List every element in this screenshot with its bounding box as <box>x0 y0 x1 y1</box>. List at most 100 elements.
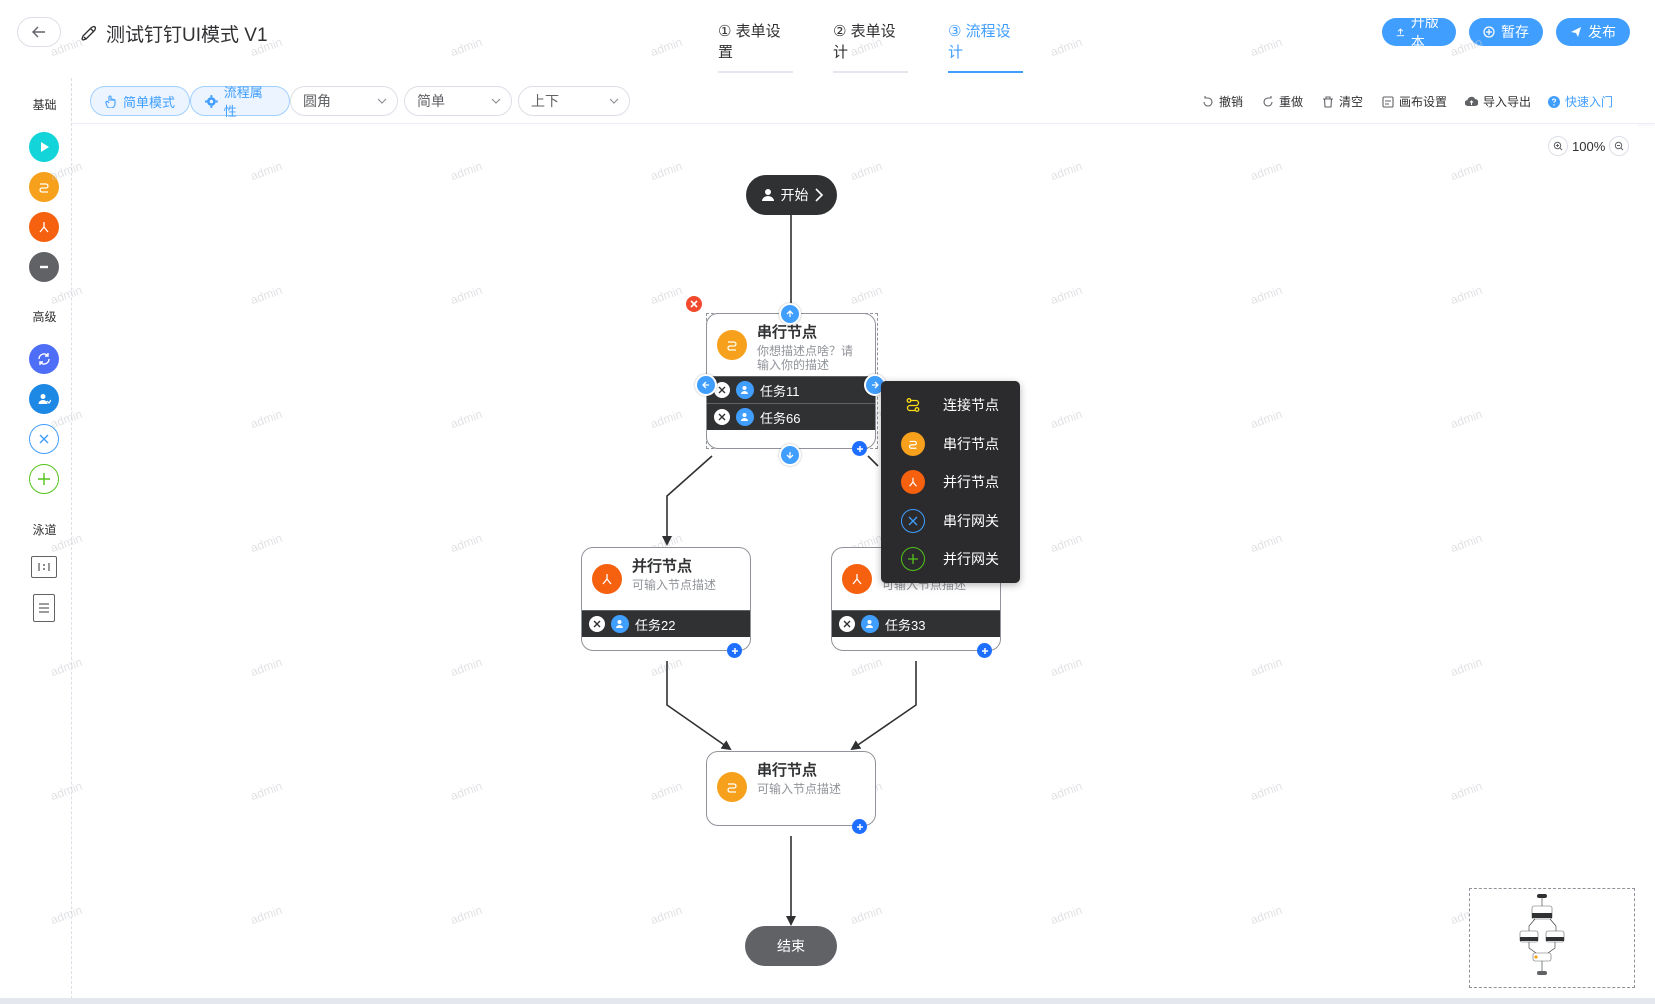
serial-node-1-desc-line2: 输入你的描述 <box>757 358 830 372</box>
serial-node-2-desc: 可输入节点描述 <box>757 782 842 796</box>
serial-node-icon <box>717 772 747 802</box>
user-task-icon <box>611 615 629 633</box>
remove-task-icon[interactable] <box>839 616 855 632</box>
chevron-down-icon <box>491 98 501 104</box>
send-icon <box>1571 27 1581 37</box>
undo-button[interactable]: 撤销 <box>1202 93 1243 110</box>
import-export-button[interactable]: 导入导出 <box>1465 93 1531 110</box>
lane-ratio-icon <box>38 563 50 571</box>
clear-button[interactable]: 清空 <box>1322 93 1363 110</box>
menu-item-serial-gateway[interactable]: 串行网关 <box>881 502 1020 541</box>
palette-parallel-gateway[interactable] <box>29 464 59 494</box>
zoom-in-button[interactable] <box>1548 136 1568 156</box>
task-label: 任务11 <box>760 383 800 399</box>
remove-task-icon[interactable] <box>589 616 605 632</box>
tab-form-settings[interactable]: ① 表单设置 <box>718 20 793 73</box>
upgrade-version-button[interactable]: 升版本 <box>1382 14 1456 50</box>
palette-group-advanced: 高级 <box>32 310 57 324</box>
task-item[interactable]: 任务33 <box>832 610 1000 637</box>
page-title: 测试钉钉UI模式 V1 <box>80 20 268 47</box>
add-node-button[interactable] <box>977 643 992 658</box>
parallel-icon <box>852 574 862 585</box>
quick-start-button[interactable]: 快速入门 <box>1548 93 1613 110</box>
add-node-button[interactable] <box>852 441 867 456</box>
selection-box <box>706 313 878 449</box>
tab-form-design[interactable]: ② 表单设计 <box>833 20 908 73</box>
serial-icon <box>901 431 925 456</box>
menu-item-label: 串行节点 <box>943 435 999 452</box>
corner-style-value: 圆角 <box>303 93 331 109</box>
serial-icon <box>727 783 737 793</box>
publish-label: 发布 <box>1588 24 1616 40</box>
menu-item-connect-node[interactable]: 连接节点 <box>881 386 1020 425</box>
arrow-down-icon <box>786 452 794 459</box>
add-node-button[interactable] <box>852 819 867 834</box>
corner-style-select[interactable]: 圆角 <box>290 86 398 116</box>
parallel-node-icon <box>842 564 872 594</box>
line-style-select[interactable]: 简单 <box>404 86 512 116</box>
undo-icon <box>1203 95 1213 107</box>
zoom-in-icon <box>1553 141 1563 151</box>
palette-serial-gateway[interactable] <box>29 424 59 454</box>
serial-node-1-header: 串行节点 你想描述点啥？请 输入你的描述 <box>707 314 875 376</box>
palette-parallel-node[interactable] <box>29 212 59 242</box>
plus-icon <box>856 823 863 830</box>
redo-button[interactable]: 重做 <box>1262 93 1303 110</box>
clear-label: 清空 <box>1339 95 1364 109</box>
remove-task-icon[interactable] <box>714 409 730 425</box>
serial-node-1[interactable]: 串行节点 你想描述点啥？请 输入你的描述 任务11 任务66 <box>706 313 876 449</box>
tab-flow-design[interactable]: ③ 流程设计 <box>948 20 1023 73</box>
menu-item-parallel-gateway[interactable]: 并行网关 <box>881 540 1020 579</box>
canvas-toolbar: 简单模式 流程属性 圆角 简单 上下 撤销 重做 清空 画布设置 导入导出 快速… <box>72 78 1655 124</box>
menu-item-serial-node[interactable]: 串行节点 <box>881 425 1020 464</box>
serial-node-2[interactable]: 串行节点 可输入节点描述 <box>706 751 876 826</box>
palette-lane-vertical[interactable] <box>33 594 55 622</box>
parallel-node-1[interactable]: 并行节点 可输入节点描述 任务22 <box>581 547 751 651</box>
task-item[interactable]: 任务11 <box>707 376 875 403</box>
direction-select[interactable]: 上下 <box>518 86 630 116</box>
start-node[interactable]: 开始 <box>746 175 837 215</box>
connect-handle-bottom[interactable] <box>779 444 801 466</box>
connect-handle-top[interactable] <box>779 303 801 325</box>
palette-start-node[interactable] <box>29 132 59 162</box>
save-draft-button[interactable]: 暂存 <box>1469 18 1543 46</box>
end-node[interactable]: 结束 <box>745 926 837 966</box>
horizontal-scrollbar[interactable] <box>0 998 1655 1004</box>
palette-end-node[interactable] <box>29 252 59 282</box>
publish-button[interactable]: 发布 <box>1556 18 1630 46</box>
user-icon <box>761 189 774 201</box>
parallel-node-1-desc: 可输入节点描述 <box>632 578 717 592</box>
palette-user-task-node[interactable] <box>29 384 59 414</box>
zoom-out-button[interactable] <box>1609 136 1630 156</box>
palette-loop-node[interactable] <box>29 344 59 374</box>
remove-task-icon[interactable] <box>714 382 730 398</box>
palette-lane-horizontal[interactable] <box>31 556 57 578</box>
user-task-icon <box>736 381 754 399</box>
menu-item-label: 并行网关 <box>943 551 999 568</box>
serial-node-1-desc-line1: 你想描述点啥？请 <box>757 344 854 358</box>
x-circle-icon <box>901 508 925 533</box>
help-icon <box>1548 95 1560 108</box>
back-button[interactable] <box>17 17 61 47</box>
serial-icon <box>727 341 737 351</box>
settings-doc-icon <box>1382 95 1394 108</box>
edge-parallel-left-to-serial2 <box>666 661 732 751</box>
canvas-settings-button[interactable]: 画布设置 <box>1382 93 1447 110</box>
flow-properties-label: 流程属性 <box>223 85 263 119</box>
parallel-node-icon <box>592 564 622 594</box>
simple-mode-toggle[interactable]: 简单模式 <box>90 86 190 116</box>
task-item[interactable]: 任务22 <box>582 610 750 637</box>
connect-handle-left[interactable] <box>695 374 717 396</box>
header: 测试钉钉UI模式 V1 ① 表单设置 ② 表单设计 ③ 流程设计 升版本 暂存 … <box>0 0 1655 73</box>
add-node-button[interactable] <box>727 643 742 658</box>
delete-node-button[interactable] <box>686 296 702 312</box>
task-item[interactable]: 任务66 <box>707 403 875 430</box>
end-node-label: 结束 <box>777 938 805 954</box>
task-label: 任务22 <box>635 617 676 633</box>
menu-item-parallel-node[interactable]: 并行节点 <box>881 463 1020 502</box>
minimap[interactable] <box>1469 888 1635 988</box>
flow-properties-toggle[interactable]: 流程属性 <box>190 85 290 119</box>
task-label: 任务33 <box>885 617 926 633</box>
palette-serial-node[interactable] <box>29 172 59 202</box>
draft-label: 暂存 <box>1501 24 1529 40</box>
